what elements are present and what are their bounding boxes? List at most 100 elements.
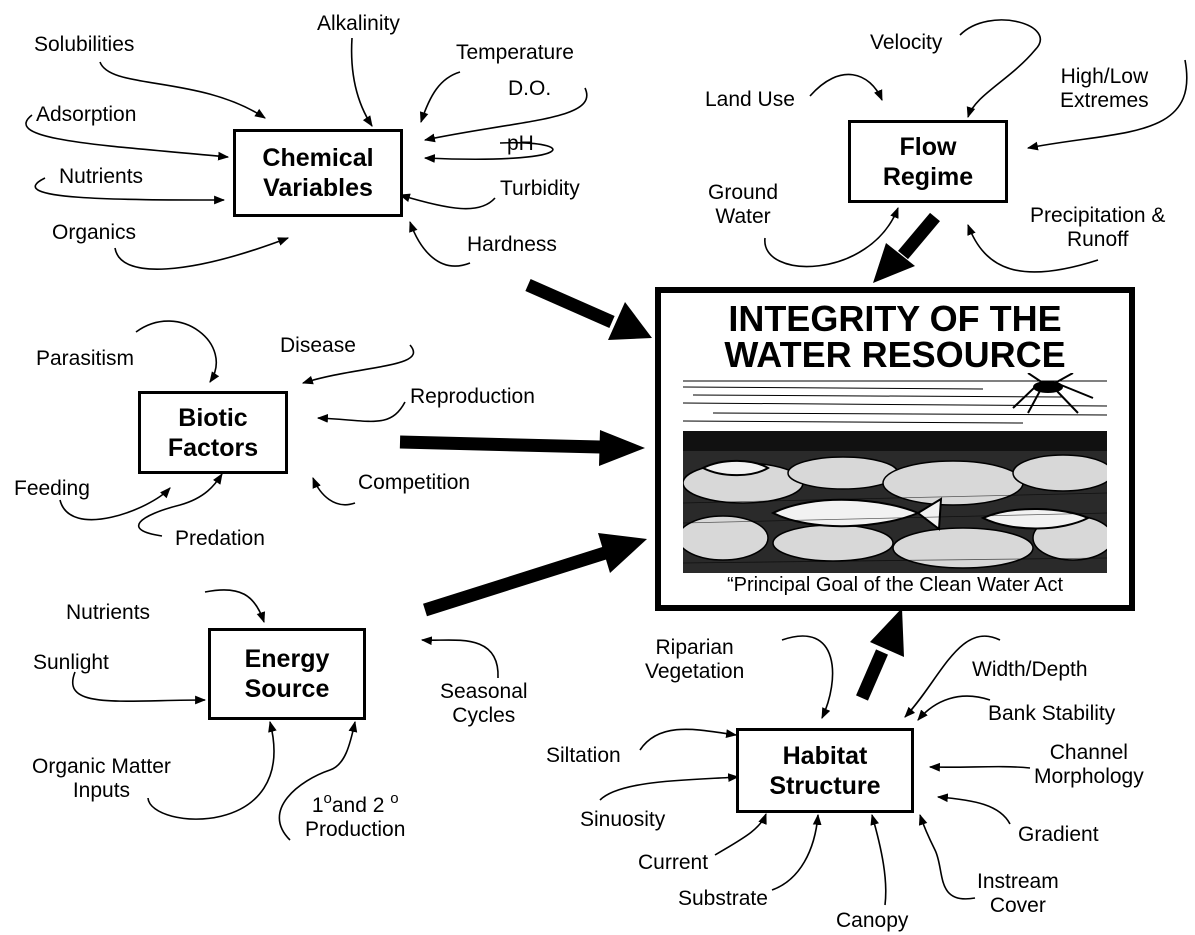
- arrow-predation: [137, 473, 223, 537]
- label-line: Inputs: [72, 779, 131, 802]
- arrow-alkalinity: [350, 37, 373, 127]
- arrow-parasitism: [135, 320, 220, 383]
- label-line: 1oand 2 o: [305, 787, 405, 818]
- arrow-current: [714, 812, 767, 856]
- arrow-sinuosity: [599, 773, 740, 801]
- label-channel: Channel Morphology: [1034, 741, 1144, 789]
- stream-illustration: [683, 373, 1107, 573]
- label-solubilities: Solubilities: [34, 33, 135, 56]
- box-label-line: Structure: [769, 771, 881, 800]
- label-line: Organic Matter: [32, 755, 171, 778]
- arrow-turbidity: [398, 193, 496, 210]
- arrow-substrate: [771, 813, 822, 891]
- arrow-siltation: [639, 728, 738, 751]
- label-organics: Organics: [52, 221, 137, 244]
- label-predation: Predation: [175, 527, 265, 550]
- arrow-disease: [301, 344, 415, 385]
- label-siltation: Siltation: [546, 744, 621, 767]
- label-alkalinity: Alkalinity: [317, 12, 400, 35]
- arrow-organic-matter: [147, 720, 277, 820]
- label-ground-water: Ground Water: [708, 181, 778, 229]
- integrity-caption: “Principal Goal of the Clean Water Act: [726, 574, 1064, 596]
- arrow-adsorption: [25, 114, 230, 161]
- production-superscript: o: [390, 790, 399, 807]
- arrow-riparian: [781, 635, 834, 719]
- arrow-hardness: [409, 220, 471, 267]
- label-line: Instream: [977, 870, 1059, 893]
- box-label-line: Source: [244, 675, 330, 703]
- arrow-instream: [918, 813, 976, 900]
- label-instream: Instream Cover: [977, 870, 1059, 918]
- label-gradient: Gradient: [1018, 823, 1099, 846]
- title-line: WATER RESOURCE: [724, 334, 1066, 375]
- arrow-land-use: [809, 73, 883, 102]
- label-line: Vegetation: [645, 660, 745, 683]
- box-label-line: Habitat: [782, 741, 868, 770]
- box-label-line: Chemical: [262, 144, 374, 172]
- arrow-canopy: [870, 813, 887, 906]
- thick-arrow-habitat: [856, 649, 888, 701]
- label-line: Ground: [708, 181, 779, 204]
- arrow-ground-water: [764, 206, 899, 268]
- label-adsorption: Adsorption: [36, 103, 137, 126]
- arrow-organics: [114, 237, 290, 270]
- label-line: Riparian: [655, 636, 734, 659]
- label-line: Channel: [1049, 741, 1128, 764]
- chemical-variables-box: Chemical Variables: [233, 129, 403, 217]
- arrow-temperature: [419, 71, 461, 124]
- thick-arrow-chemical: [525, 279, 615, 328]
- arrow-feeding: [59, 487, 171, 521]
- thick-arrow-flow: [898, 212, 940, 260]
- label-line: Runoff: [1066, 228, 1129, 251]
- arrow-nutrients-energy: [204, 589, 266, 624]
- label-line: Water: [715, 205, 771, 228]
- arrow-channel: [928, 762, 1031, 772]
- arrow-sunlight: [72, 671, 207, 705]
- label-do: D.O.: [508, 77, 552, 100]
- label-line: Seasonal: [440, 680, 528, 703]
- box-label-line: Energy: [244, 645, 330, 673]
- label-riparian: Riparian Vegetation: [645, 636, 744, 684]
- box-label-line: Flow: [899, 132, 957, 161]
- label-width-depth: Width/Depth: [972, 658, 1088, 681]
- arrow-reproduction: [316, 401, 406, 423]
- arrow-solubilities: [99, 61, 266, 119]
- label-nutrients-chem: Nutrients: [59, 165, 144, 188]
- integrity-box: INTEGRITY OF THE WATER RESOURCE: [655, 287, 1135, 611]
- arrow-extremes: [1026, 59, 1188, 151]
- energy-source-box: Energy Source: [208, 628, 366, 720]
- arrow-bank-stability: [917, 695, 991, 721]
- title-line: INTEGRITY OF THE: [728, 298, 1062, 339]
- water-strider-icon: [1012, 373, 1094, 414]
- label-velocity: Velocity: [870, 31, 943, 54]
- production-superscript: o: [323, 790, 332, 807]
- label-current: Current: [638, 851, 709, 874]
- label-reproduction: Reproduction: [410, 385, 535, 408]
- label-sinuosity: Sinuosity: [580, 808, 666, 831]
- arrow-precipitation: [967, 223, 1099, 273]
- label-ph: pH: [507, 132, 534, 155]
- box-label-line: Factors: [167, 433, 259, 462]
- box-label-line: Variables: [263, 174, 373, 202]
- label-line: Precipitation &: [1030, 204, 1166, 227]
- label-line: Production: [305, 818, 406, 841]
- label-bank-stability: Bank Stability: [988, 702, 1116, 725]
- label-line: Morphology: [1034, 765, 1144, 788]
- habitat-structure-box: Habitat Structure: [736, 728, 914, 813]
- label-canopy: Canopy: [836, 909, 909, 932]
- flow-regime-box: Flow Regime: [848, 120, 1008, 203]
- label-competition: Competition: [358, 471, 471, 494]
- box-label-line: Biotic: [178, 403, 248, 432]
- label-turbidity: Turbidity: [500, 177, 580, 200]
- label-organic-matter: Organic Matter Inputs: [32, 755, 171, 803]
- arrow-gradient: [936, 793, 1011, 825]
- thick-arrow-biotic: [399, 435, 601, 454]
- label-line: High/Low: [1060, 65, 1149, 88]
- arrow-competition: [312, 476, 356, 506]
- arrow-nutrients-chem: [34, 177, 226, 205]
- arrow-ph: [423, 141, 554, 163]
- arrow-velocity: [959, 19, 1042, 119]
- label-land-use: Land Use: [705, 88, 795, 111]
